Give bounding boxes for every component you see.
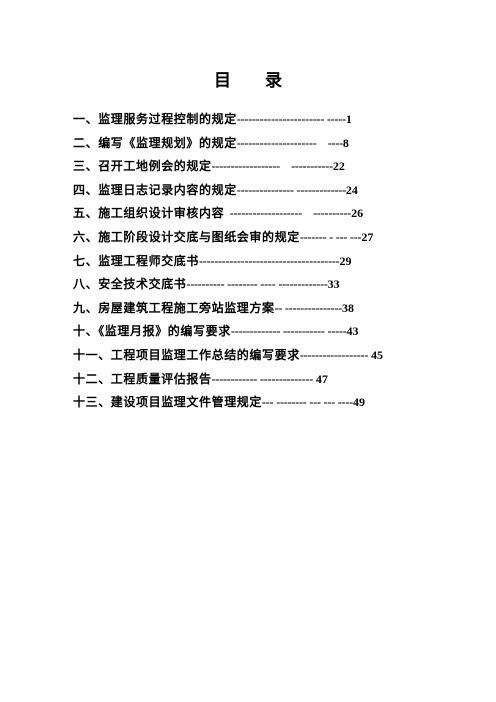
toc-entry-label: 四、监理日志记录内容的规定 — [73, 182, 237, 197]
toc-entry-page-number: 33 — [327, 277, 340, 292]
toc-entry-page-number: 29 — [339, 253, 352, 268]
toc-entry-leader: ------------------ ----------- — [211, 159, 333, 174]
toc-entry-label: 二、编写《监理规划》的规定 — [73, 135, 237, 150]
toc-entry-leader: ------------ -------------- — [211, 371, 316, 386]
toc-entry-12: 十二、工程质量评估报告------------ -------------- 4… — [73, 368, 493, 392]
toc-entry-leader: --------------- ------------- — [236, 182, 346, 197]
toc-entry-leader: ------------------- ---------- — [224, 206, 352, 221]
toc-entry-page-number: 47 — [315, 371, 328, 386]
toc-entry-label: 十二、工程质量评估报告 — [73, 371, 212, 386]
toc-entry-label: 十三、建设项目监理文件管理规定 — [73, 395, 263, 410]
toc-entry-label: 九、房屋建筑工程施工旁站监理方案 — [73, 300, 275, 315]
toc-entry-page-number: 8 — [342, 135, 349, 150]
toc-entry-leader: --- -------- --- --- ---- — [262, 395, 353, 410]
toc-entry-label: 十、《监理月报》的编写要求 — [73, 324, 231, 339]
toc-entry-page-number: 49 — [352, 395, 365, 410]
toc-entry-label: 十一、工程项目监理工作总结的编写要求 — [73, 347, 300, 362]
toc-entry-label: 五、施工组织设计审核内容 — [73, 206, 225, 221]
toc-entry-page-number: 38 — [341, 300, 354, 315]
table-of-contents: 一、监理服务过程控制的规定----------------------- ---… — [73, 108, 493, 415]
toc-entry-label: 三、召开工地例会的规定 — [73, 159, 212, 174]
toc-entry-11: 十一、工程项目监理工作总结的编写要求------------------ 45 — [73, 344, 493, 368]
toc-entry-page-number: 26 — [351, 206, 364, 221]
toc-entry-leader: ----------------------- ----- — [236, 112, 346, 126]
toc-entry-label: 七、监理工程师交底书 — [73, 253, 200, 268]
toc-entry-leader: ------------- ----------- ----- — [230, 324, 347, 339]
toc-entry-page-number: 45 — [370, 347, 383, 362]
toc-entry-7: 七、监理工程师交底书------------------------------… — [73, 250, 493, 274]
toc-entry-9: 九、房屋建筑工程施工旁站监理方案-- ---------------38 — [73, 297, 493, 321]
toc-entry-page-number: 24 — [345, 182, 358, 197]
toc-entry-leader: ---------- -------- ---- ------------- — [186, 277, 328, 292]
toc-entry-page-number: 22 — [332, 159, 345, 174]
toc-entry-leader: --------------------- ---- — [236, 135, 343, 150]
toc-entry-leader: ------------------ — [299, 347, 371, 362]
toc-entry-8: 八、安全技术交底书---------- -------- ---- ------… — [73, 273, 493, 297]
toc-entry-label: 一、监理服务过程控制的规定 — [73, 112, 237, 126]
toc-entry-1: 一、监理服务过程控制的规定----------------------- ---… — [73, 108, 493, 132]
toc-entry-3: 三、召开工地例会的规定------------------ ----------… — [73, 155, 493, 179]
toc-entry-5: 五、施工组织设计审核内容 ------------------- -------… — [73, 202, 493, 226]
toc-entry-leader: ------------------------------------- — [199, 253, 340, 268]
toc-entry-13: 十三、建设项目监理文件管理规定--- -------- --- --- ----… — [73, 391, 493, 415]
toc-entry-leader: -- --------------- — [274, 300, 343, 315]
toc-entry-label: 八、安全技术交底书 — [73, 277, 187, 292]
toc-entry-page-number: 43 — [346, 324, 359, 339]
toc-entry-page-number: 27 — [361, 229, 374, 244]
toc-entry-leader: ------- - --- --- — [299, 229, 362, 244]
toc-entry-4: 四、监理日志记录内容的规定--------------- -----------… — [73, 179, 493, 203]
toc-entry-10: 十、《监理月报》的编写要求------------- ----------- -… — [73, 320, 493, 344]
toc-entry-page-number: 1 — [345, 112, 352, 126]
toc-entry-2: 二、编写《监理规划》的规定--------------------- ----8 — [73, 132, 493, 156]
page-title: 目 录 — [214, 71, 282, 91]
toc-entry-6: 六、施工阶段设计交底与图纸会审的规定------- - --- ---27 — [73, 226, 493, 250]
toc-entry-label: 六、施工阶段设计交底与图纸会审的规定 — [73, 229, 300, 244]
